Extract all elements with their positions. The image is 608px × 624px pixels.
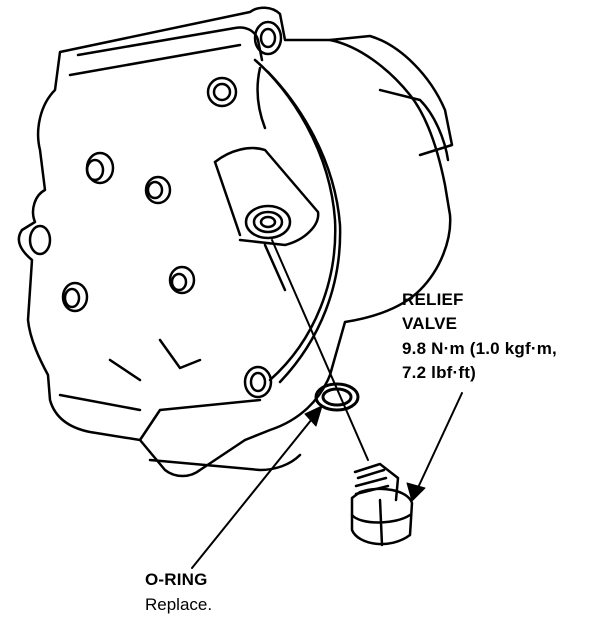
o-ring-note: Replace. (145, 595, 213, 614)
relief-valve-part (350, 462, 414, 547)
leader-relief-valve (406, 392, 463, 502)
compressor-housing (17, 6, 454, 478)
leader-o-ring (191, 405, 323, 569)
relief-valve-label-line2: VALVE (402, 314, 458, 333)
o-ring-part (314, 382, 360, 412)
o-ring-label: O-RING (145, 570, 208, 589)
front-flange (253, 58, 342, 384)
bolt-bosses (28, 20, 283, 399)
relief-valve-torque: 9.8 N·m (1.0 kgf·m, (402, 339, 557, 358)
relief-valve-torque-imperial: 7.2 lbf·ft) (402, 363, 476, 382)
assembly-centerline (271, 239, 369, 461)
relief-valve-label: RELIEF (402, 290, 464, 309)
relief-valve-port (213, 146, 320, 292)
